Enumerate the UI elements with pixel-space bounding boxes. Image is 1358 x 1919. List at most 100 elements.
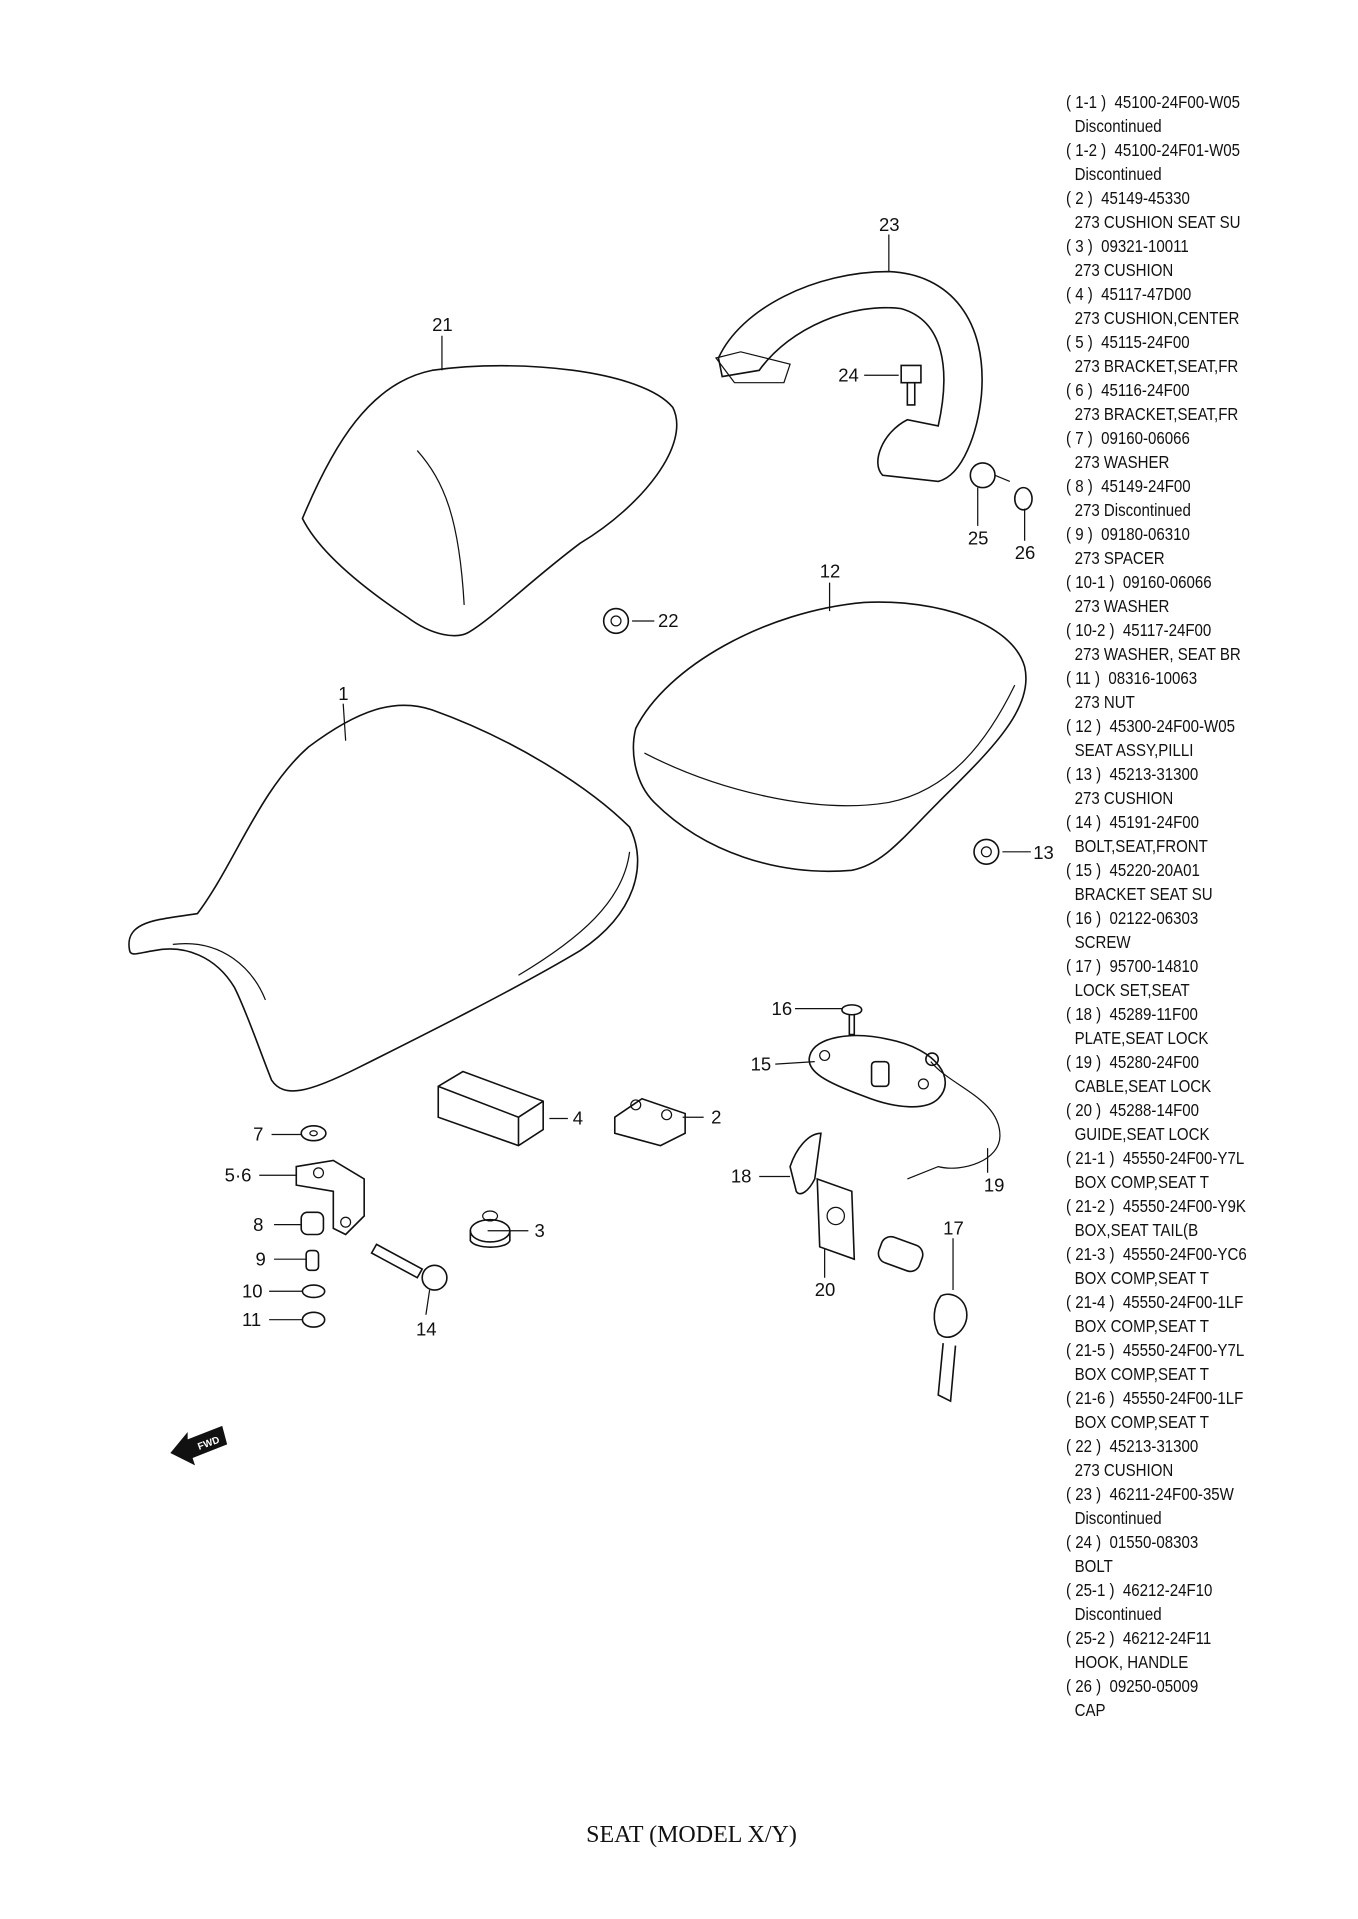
callout-26: 26: [1015, 542, 1036, 563]
part-number-line: ( 25-1 ) 46212-24F10: [1066, 1578, 1247, 1602]
part-description: BOLT: [1074, 1556, 1113, 1576]
callout-4: 4: [573, 1108, 583, 1129]
part-description: LOCK SET,SEAT: [1074, 980, 1190, 1000]
part-number: 46212-24F11: [1122, 1628, 1212, 1648]
callout-23: 23: [879, 214, 900, 235]
part-number-line: ( 18 ) 45289-11F00: [1066, 1002, 1247, 1026]
part-number: 45280-24F00: [1109, 1052, 1200, 1072]
part-number: 09321-10011: [1101, 236, 1189, 256]
part-number-line: ( 21-1 ) 45550-24F00-Y7L: [1066, 1146, 1247, 1170]
callout-11: 11: [242, 1309, 261, 1330]
part-number-line: ( 10-2 ) 45117-24F00: [1066, 618, 1247, 642]
part-description: 273 CUSHION SEAT SU: [1074, 212, 1241, 232]
part-number-line: ( 15 ) 45220-20A01: [1066, 858, 1247, 882]
part-ref: ( 4 ): [1066, 284, 1093, 304]
part-number: 45191-24F00: [1109, 812, 1200, 832]
part-number-line: ( 17 ) 95700-14810: [1066, 954, 1247, 978]
part-number-line: ( 25-2 ) 46212-24F11: [1066, 1626, 1247, 1650]
part-number-line: ( 6 ) 45116-24F00: [1066, 378, 1247, 402]
part-ref: ( 21-6 ): [1066, 1388, 1115, 1408]
callout-5-6: 5·6: [225, 1164, 252, 1185]
part-description: Discontinued: [1074, 116, 1162, 136]
callout-12: 12: [820, 561, 841, 582]
cushion-seat-2: [613, 1097, 686, 1147]
plate-seat-lock-18: [789, 1132, 822, 1195]
callout-20: 20: [815, 1279, 836, 1300]
part-description: BOX COMP,SEAT T: [1074, 1316, 1209, 1336]
part-number: 95700-14810: [1109, 956, 1199, 976]
part-description: 273 SPACER: [1074, 548, 1165, 568]
part-description: BOX COMP,SEAT T: [1074, 1172, 1209, 1192]
part-ref: ( 3 ): [1066, 236, 1093, 256]
hook-handle-25: [969, 462, 1011, 489]
part-ref: ( 21-4 ): [1066, 1292, 1115, 1312]
forward-arrow-icon: FWD: [170, 1425, 228, 1466]
part-description: 273 CUSHION: [1074, 260, 1174, 280]
guide-seat-lock-20: [816, 1177, 856, 1261]
callout-21: 21: [432, 314, 453, 335]
part-number: 45149-24F00: [1101, 476, 1191, 496]
part-ref: ( 18 ): [1066, 1004, 1102, 1024]
part-number: 08316-10063: [1108, 668, 1198, 688]
part-number: 45116-24F00: [1101, 380, 1190, 400]
callout-2: 2: [711, 1106, 721, 1127]
part-number: 09180-06310: [1101, 524, 1190, 544]
part-number-line: ( 22 ) 45213-31300: [1066, 1434, 1247, 1458]
part-number-line: ( 12 ) 45300-24F00-W05: [1066, 714, 1247, 738]
callout-3: 3: [535, 1220, 545, 1241]
part-number: 46212-24F10: [1122, 1580, 1213, 1600]
washer-10: [301, 1284, 326, 1299]
callout-15: 15: [751, 1053, 772, 1074]
part-description: 273 CUSHION,CENTER: [1074, 308, 1240, 328]
part-ref: ( 26 ): [1066, 1676, 1102, 1696]
part-number-line: ( 9 ) 09180-06310: [1066, 522, 1247, 546]
callout-18: 18: [731, 1166, 752, 1187]
part-description: 273 WASHER, SEAT BR: [1074, 644, 1241, 664]
part-number-line: ( 14 ) 45191-24F00: [1066, 810, 1247, 834]
part-ref: ( 19 ): [1066, 1052, 1102, 1072]
part-description: 273 CUSHION: [1074, 788, 1174, 808]
part-description: SEAT ASSY,PILLI: [1074, 740, 1194, 760]
front-seat-1: [128, 704, 639, 1092]
bracket-seat-15: [808, 1034, 947, 1108]
part-number: 45550-24F00-YC6: [1122, 1244, 1247, 1264]
cushion-center-4: [437, 1070, 544, 1147]
part-ref: ( 24 ): [1066, 1532, 1102, 1552]
part-number-line: ( 21-3 ) 45550-24F00-YC6: [1066, 1242, 1247, 1266]
callout-19: 19: [984, 1174, 1005, 1195]
part-ref: ( 6 ): [1066, 380, 1093, 400]
callout-25: 25: [968, 527, 989, 548]
part-ref: ( 5 ): [1066, 332, 1093, 352]
part-ref: ( 21-3 ): [1066, 1244, 1115, 1264]
callout-22: 22: [658, 610, 679, 631]
part-number-line: ( 21-5 ) 45550-24F00-Y7L: [1066, 1338, 1247, 1362]
pillion-seat-12: [632, 601, 1027, 872]
part-number-line: ( 10-1 ) 09160-06066: [1066, 570, 1247, 594]
callout-13: 13: [1033, 842, 1054, 863]
part-number-line: ( 5 ) 45115-24F00: [1066, 330, 1247, 354]
callout-1: 1: [338, 683, 348, 704]
part-ref: ( 16 ): [1066, 908, 1102, 928]
part-description: BOX COMP,SEAT T: [1074, 1412, 1209, 1432]
part-ref: ( 23 ): [1066, 1484, 1102, 1504]
callout-24: 24: [838, 364, 859, 385]
part-description: CABLE,SEAT LOCK: [1074, 1076, 1212, 1096]
cable-seat-lock-19: [907, 1052, 1001, 1180]
part-ref: ( 12 ): [1066, 716, 1102, 736]
part-description: BOX COMP,SEAT T: [1074, 1268, 1209, 1288]
part-number-line: ( 16 ) 02122-06303: [1066, 906, 1247, 930]
part-number: 45550-24F00-1LF: [1122, 1388, 1244, 1408]
part-description: BOX,SEAT TAIL(B: [1074, 1220, 1199, 1240]
part-ref: ( 21-1 ): [1066, 1148, 1115, 1168]
part-number: 45213-31300: [1109, 764, 1199, 784]
part-number: 45117-47D00: [1101, 284, 1192, 304]
part-description: Discontinued: [1074, 164, 1162, 184]
part-ref: ( 25-2 ): [1066, 1628, 1115, 1648]
part-number-line: ( 3 ) 09321-10011: [1066, 234, 1247, 258]
callout-8: 8: [253, 1214, 263, 1235]
lock-set-seat-17: [877, 1235, 968, 1403]
part-ref: ( 1-2 ): [1066, 140, 1107, 160]
part-number: 09160-06066: [1101, 428, 1190, 448]
part-number-line: ( 19 ) 45280-24F00: [1066, 1050, 1247, 1074]
